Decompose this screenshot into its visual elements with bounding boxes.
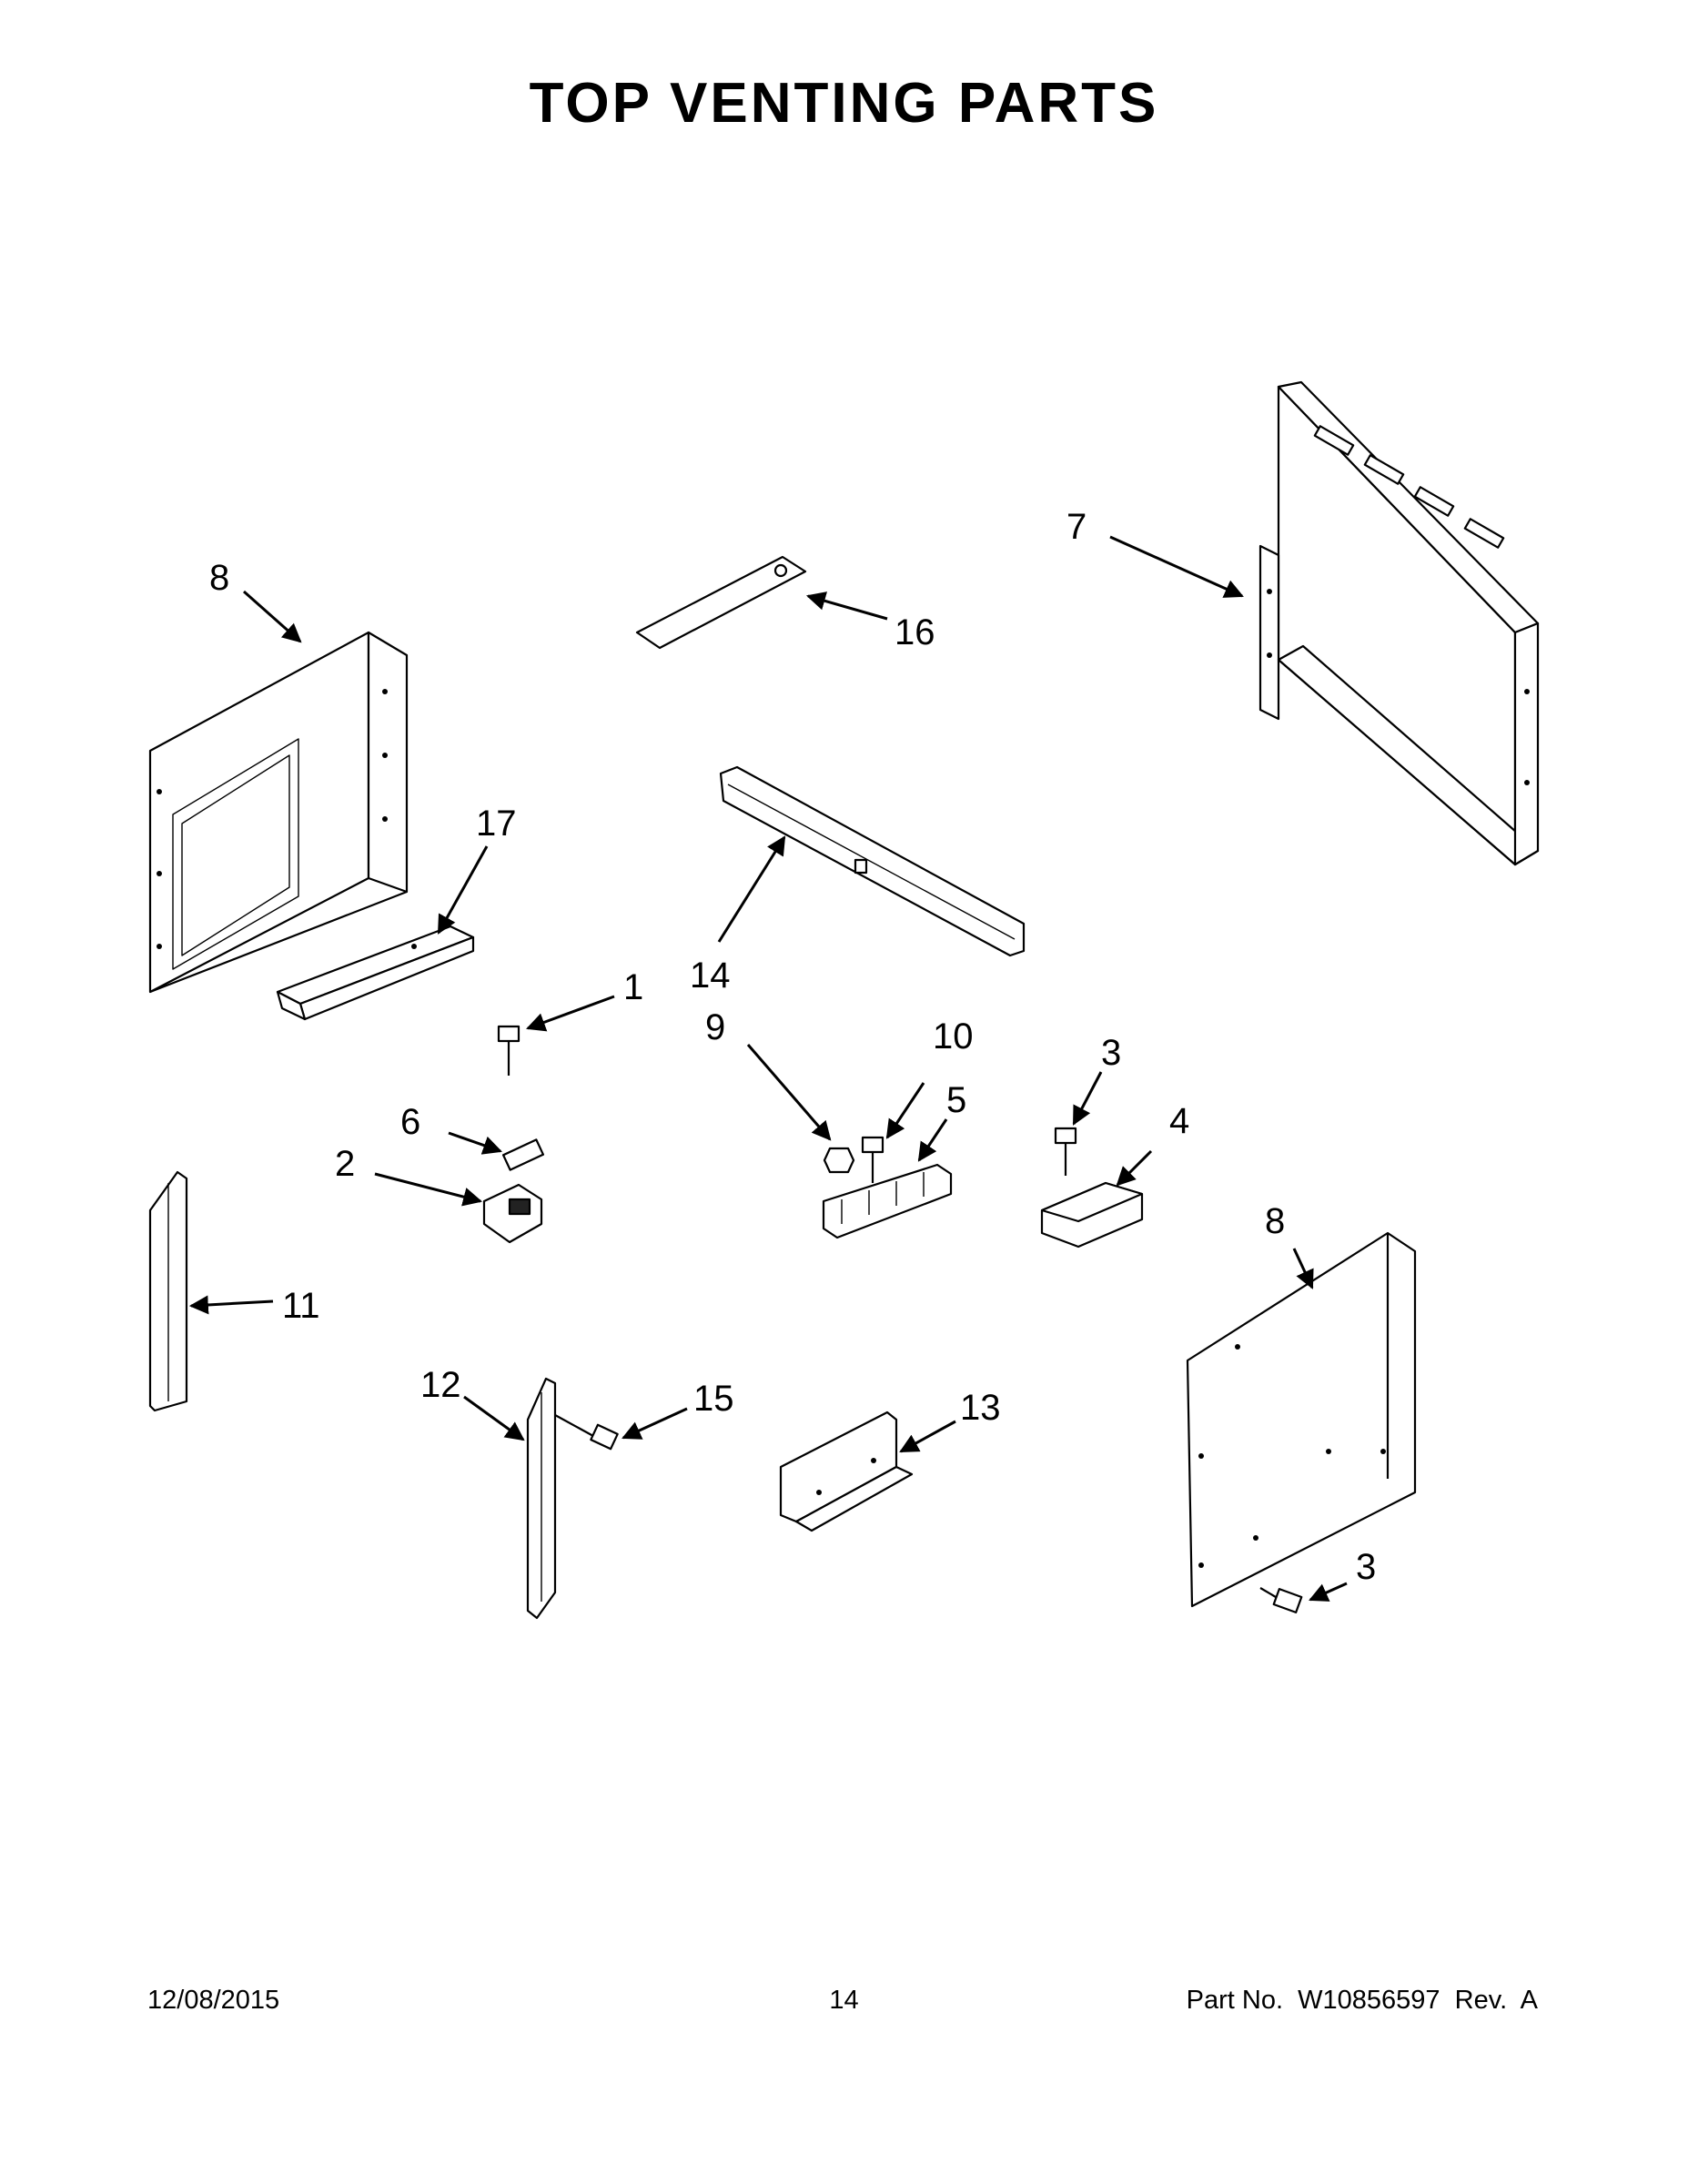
part-7-rear-panel <box>1258 380 1540 866</box>
callout-3-upper: 3 <box>1101 1033 1121 1073</box>
part-5-comb-block <box>822 1163 953 1239</box>
part-8-left-side-panel <box>148 631 409 994</box>
part-2-terminal-block <box>482 1183 543 1244</box>
callout-9: 9 <box>705 1007 725 1047</box>
footer-date: 12/08/2015 <box>147 1986 280 2015</box>
leader-17 <box>437 845 489 935</box>
part-1-screw <box>497 1025 521 1076</box>
part-4-module <box>1040 1181 1144 1249</box>
callout-15: 15 <box>693 1379 734 1419</box>
leader-7 <box>1109 535 1244 598</box>
leader-15 <box>622 1407 688 1440</box>
leader-14 <box>717 835 786 943</box>
leader-13 <box>899 1420 956 1453</box>
callout-labels: 8 17 16 14 7 1 6 2 9 10 5 3 4 11 8 12 15… <box>209 507 1376 1587</box>
part-10-screw <box>861 1136 884 1183</box>
callout-10: 10 <box>933 1016 974 1057</box>
footer-part-number: Part No. W10856597 Rev. A <box>1186 1986 1538 2015</box>
footer-page-number: 14 <box>829 1986 859 2015</box>
callout-11: 11 <box>282 1286 320 1326</box>
part-16-plate <box>635 555 807 650</box>
part-15-screw <box>554 1414 619 1451</box>
callout-4: 4 <box>1169 1101 1189 1141</box>
part-17-bracket <box>276 925 475 1021</box>
callout-7: 7 <box>1066 507 1087 547</box>
callout-6: 6 <box>400 1102 420 1142</box>
callout-12: 12 <box>420 1365 461 1405</box>
leader-4 <box>1116 1149 1153 1187</box>
leader-11 <box>188 1295 274 1315</box>
leader-5 <box>917 1118 948 1162</box>
part-12-vertical-strip <box>526 1377 557 1620</box>
callout-16: 16 <box>895 612 935 652</box>
callout-8-upper: 8 <box>209 558 229 598</box>
part-3-screw-upper <box>1054 1127 1077 1176</box>
leader-3a <box>1072 1071 1103 1126</box>
leader-9 <box>746 1044 832 1141</box>
part-11-vertical-rail <box>148 1170 188 1412</box>
callout-2: 2 <box>335 1144 355 1184</box>
leader-16 <box>805 592 888 621</box>
part-3-screw-lower <box>1259 1587 1303 1614</box>
leader-6 <box>448 1131 502 1155</box>
leader-12 <box>463 1395 525 1441</box>
callout-3-lower: 3 <box>1356 1547 1376 1587</box>
callout-1: 1 <box>623 967 643 1007</box>
leader-8b <box>1292 1248 1314 1289</box>
callout-5: 5 <box>946 1080 966 1120</box>
leader-8a <box>243 590 302 643</box>
callout-8-lower: 8 <box>1265 1201 1285 1241</box>
callout-14: 14 <box>690 956 731 996</box>
leader-1 <box>526 995 615 1032</box>
leader-lines <box>188 535 1348 1602</box>
part-13-bracket <box>779 1410 914 1532</box>
part-14-rail <box>719 765 1026 957</box>
part-8-right-side-panel <box>1186 1231 1417 1608</box>
callout-13: 13 <box>960 1388 1001 1428</box>
part-9-nut <box>823 1147 855 1174</box>
page-title: TOP VENTING PARTS <box>529 72 1159 135</box>
leader-3b <box>1309 1582 1348 1602</box>
leader-2 <box>374 1172 483 1207</box>
leader-10 <box>885 1082 925 1139</box>
part-6-cylinder <box>501 1138 545 1171</box>
callout-17: 17 <box>476 804 517 844</box>
